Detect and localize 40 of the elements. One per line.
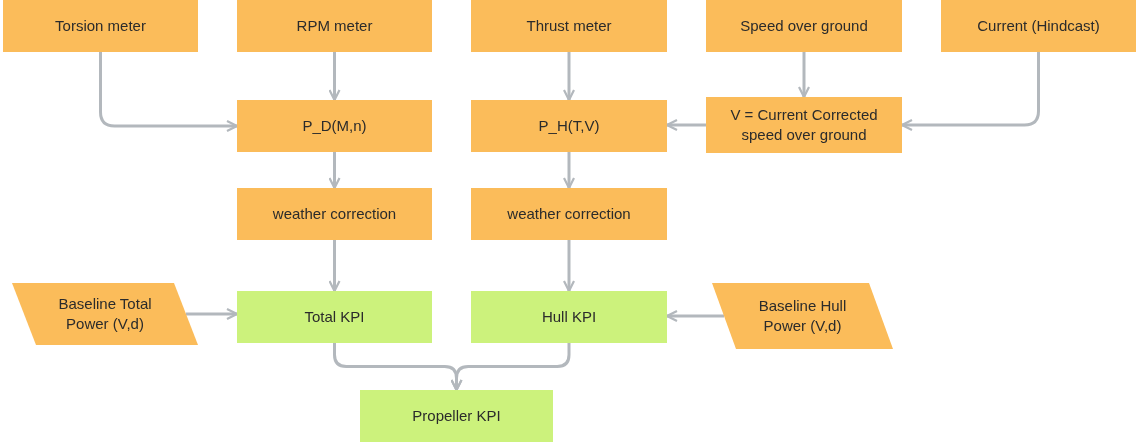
node-label: Hull KPI	[541, 306, 597, 327]
arrow	[562, 240, 576, 293]
arrow	[186, 307, 239, 321]
process-box	[941, 0, 1136, 52]
node-label: Total KPI	[304, 306, 365, 327]
node-label: Speed over ground	[740, 15, 868, 36]
node-label: Baseline Total Power (V,d)	[57, 293, 153, 334]
node-label: P_H(T,V)	[538, 115, 600, 136]
arrow	[328, 240, 341, 293]
process-box	[237, 0, 432, 52]
node-label: Current (Hindcast)	[977, 15, 1100, 36]
node-label: Torsion meter	[55, 15, 146, 36]
arrow	[328, 152, 341, 190]
process-box	[3, 0, 198, 52]
parallelogram-data-box	[712, 283, 893, 349]
process-box	[237, 100, 432, 152]
process-box	[471, 100, 667, 152]
parallelogram-data-box	[12, 283, 198, 345]
result-box	[471, 291, 667, 343]
arrow	[450, 343, 571, 392]
node-label: Propeller KPI	[412, 405, 501, 426]
arrow	[562, 52, 576, 102]
process-box	[706, 0, 902, 52]
node-label: RPM meter	[296, 15, 373, 36]
process-box	[471, 188, 667, 240]
node-label: weather correction	[272, 203, 397, 224]
node-label: Baseline Hull Power (V,d)	[757, 295, 848, 336]
node-label: Thrust meter	[526, 15, 612, 36]
result-box	[237, 291, 432, 343]
process-box	[706, 97, 902, 153]
arrow	[328, 52, 341, 102]
arrow	[797, 52, 811, 99]
result-box	[360, 390, 553, 442]
node-label: V = Current Corrected speed over ground	[729, 104, 879, 145]
process-box	[471, 0, 667, 52]
arrow	[562, 152, 576, 190]
node-label: weather correction	[507, 203, 631, 224]
process-box	[237, 188, 432, 240]
arrow	[99, 52, 239, 133]
node-label: P_D(M,n)	[302, 115, 367, 136]
